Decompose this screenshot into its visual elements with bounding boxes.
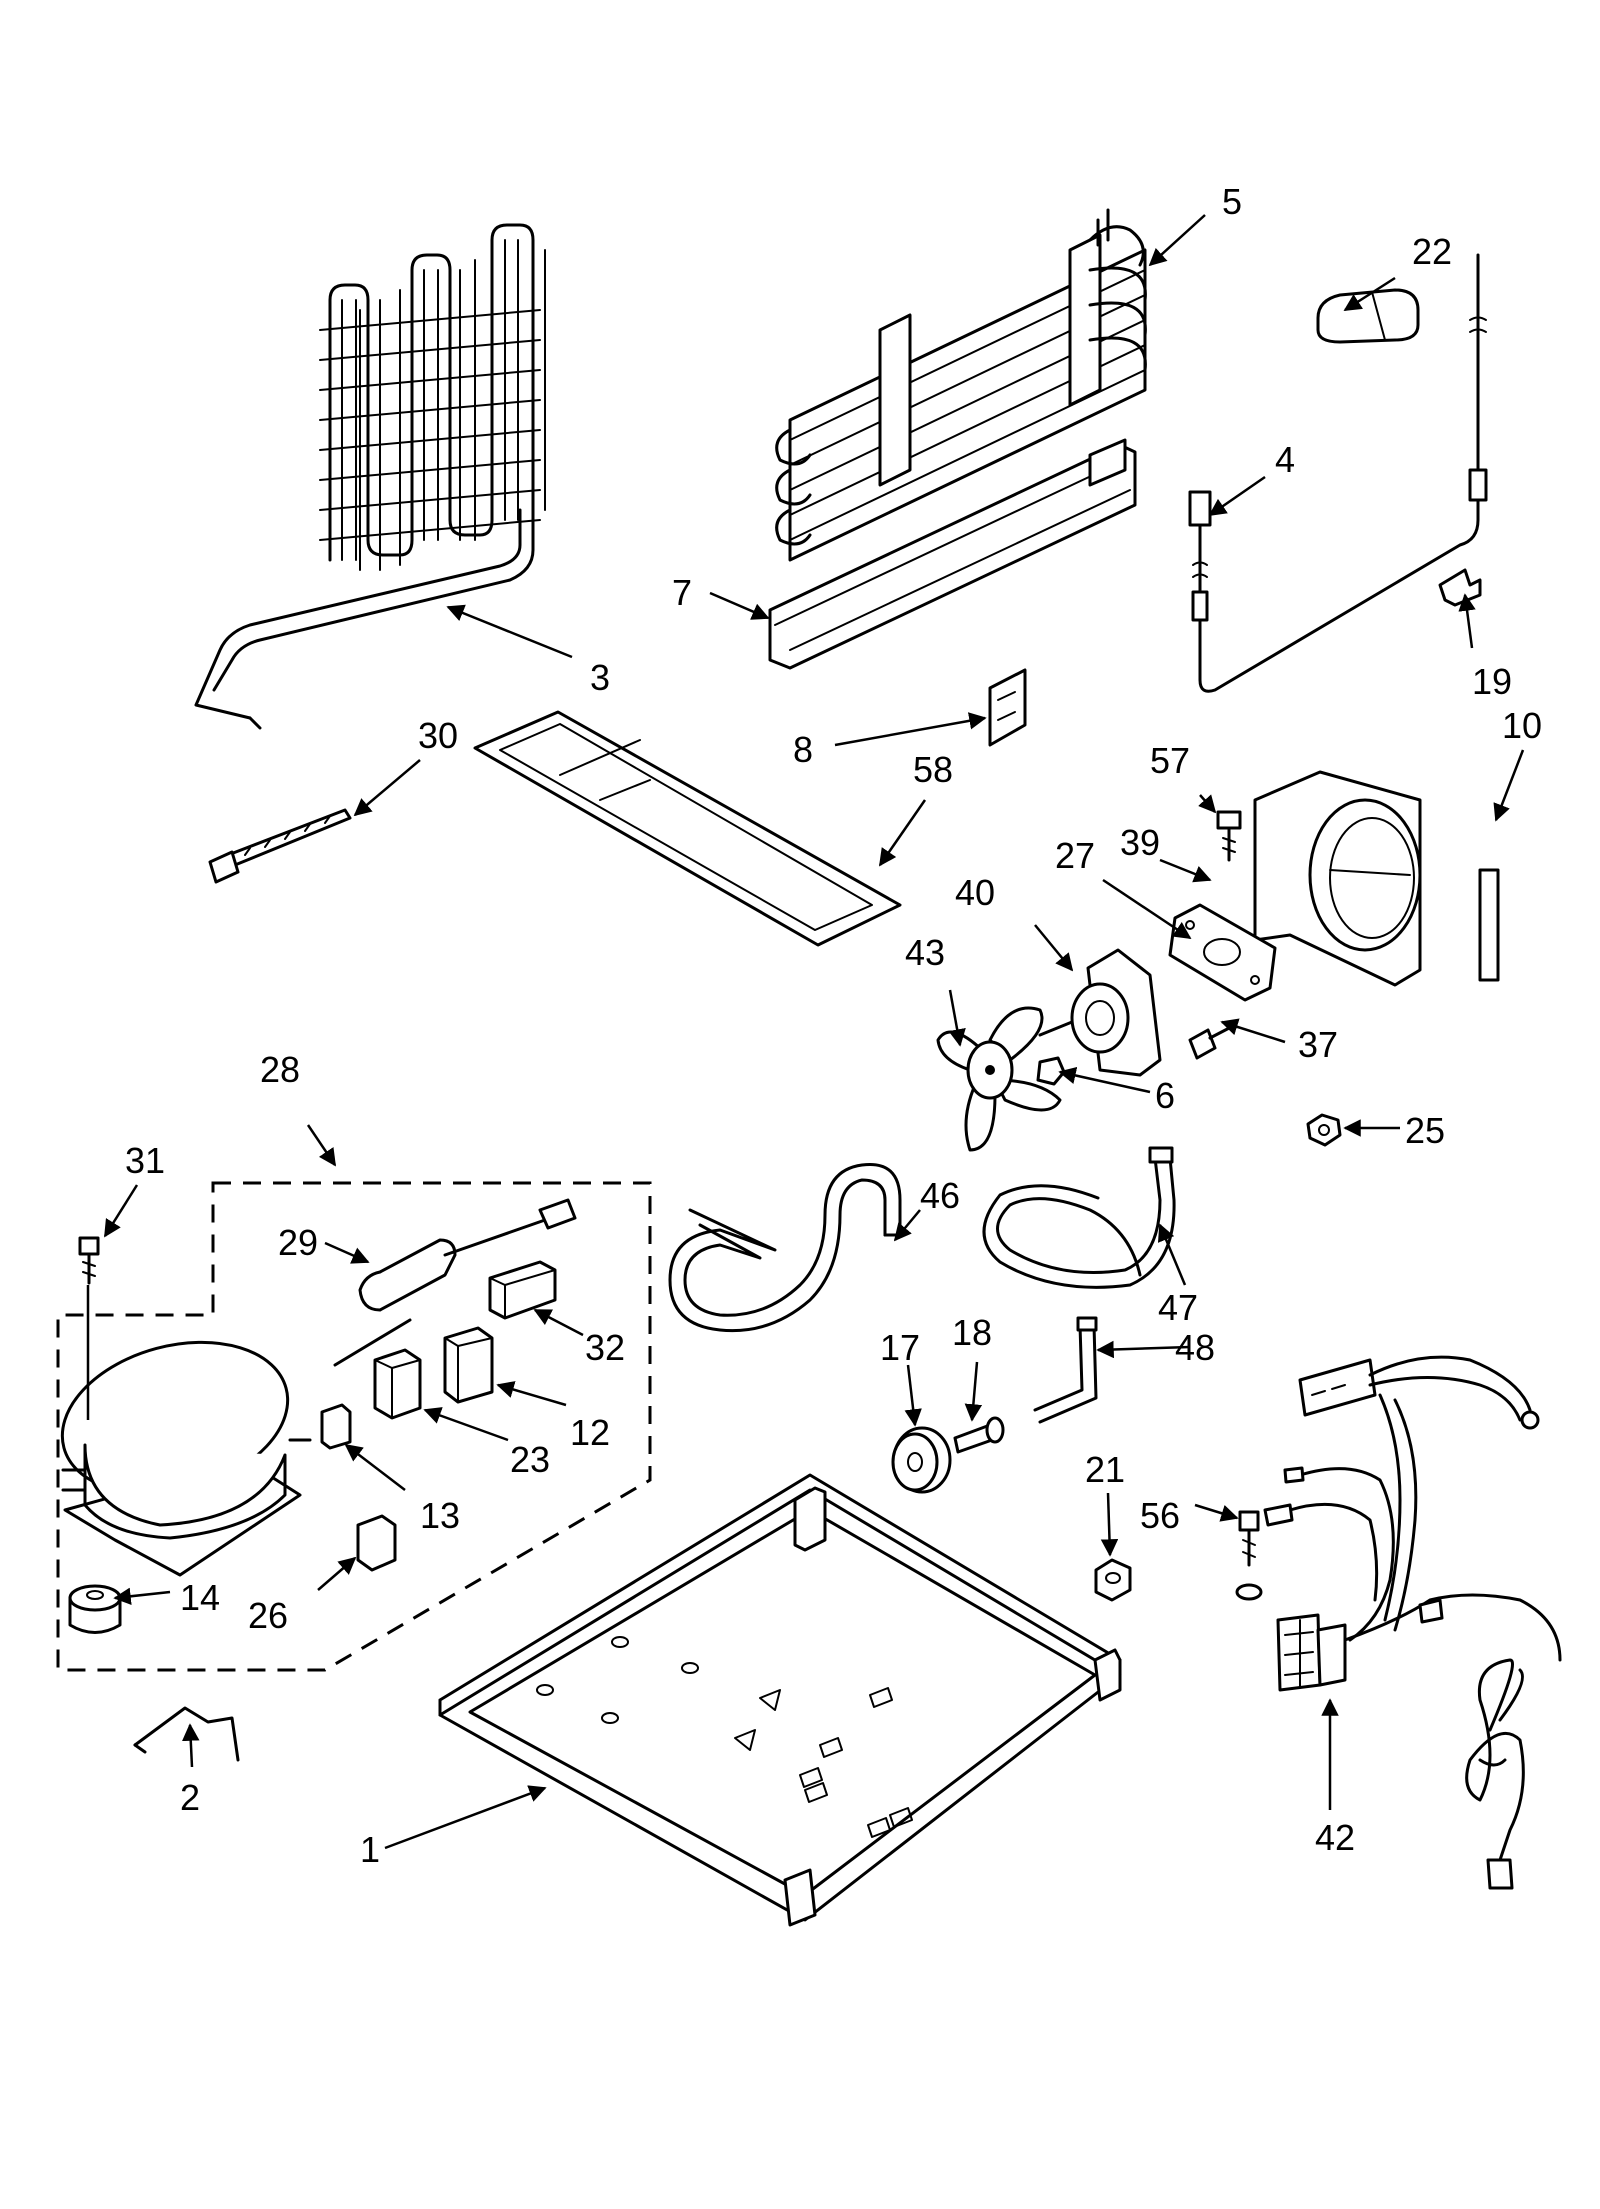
relay-bracket-part (320, 1403, 352, 1450)
callout-26: 26 (248, 1595, 288, 1636)
callout-1: 1 (360, 1829, 380, 1870)
grommet-25-part (1306, 1113, 1342, 1147)
callout-28: 28 (260, 1049, 300, 1090)
cap-part (1316, 288, 1420, 344)
callout-21: 21 (1085, 1449, 1125, 1490)
callout-7: 7 (672, 572, 692, 613)
callout-58: 58 (913, 749, 953, 790)
clip-wire-part (133, 1706, 240, 1762)
callout-27: 27 (1055, 835, 1095, 876)
callout-12: 12 (570, 1412, 610, 1453)
callout-10: 10 (1502, 705, 1542, 746)
callout-46: 46 (920, 1175, 960, 1216)
roller-wheel-part (891, 1426, 952, 1494)
callout-47: 47 (1158, 1287, 1198, 1328)
callout-8: 8 (793, 729, 813, 770)
callout-29: 29 (278, 1222, 318, 1263)
callout-14: 14 (180, 1577, 220, 1618)
base-frame-part (438, 1473, 1122, 1927)
sensor-wire-part (1188, 253, 1488, 693)
kit-28-boundary (56, 1181, 652, 1672)
connector-26-part (356, 1514, 397, 1572)
condenser-coil-part (194, 223, 546, 730)
tube-48-part (1033, 1316, 1098, 1424)
relay-cover-part (488, 1260, 557, 1320)
callout-4: 4 (1275, 439, 1295, 480)
callout-17: 17 (880, 1327, 920, 1368)
drain-pan-part (473, 710, 902, 947)
callout-22: 22 (1412, 231, 1452, 272)
tube-47-part (982, 1146, 1176, 1289)
callout-labels: 5 22 4 19 7 3 8 30 58 10 57 27 39 40 43 … (125, 181, 1542, 1870)
gasket-strip-part (1478, 868, 1500, 982)
callout-30: 30 (418, 715, 458, 756)
fan-shroud-part (1253, 770, 1422, 987)
callout-37: 37 (1298, 1024, 1338, 1065)
fan-motor-part (1038, 948, 1162, 1077)
callout-43: 43 (905, 932, 945, 973)
callout-40: 40 (955, 872, 995, 913)
overload-part (443, 1326, 494, 1404)
drain-tube-part (668, 1162, 902, 1333)
clip-part (1438, 568, 1482, 607)
callout-57: 57 (1150, 740, 1190, 781)
nut-21-part (1094, 1558, 1132, 1602)
drain-trough-part (768, 438, 1137, 670)
callout-18: 18 (952, 1312, 992, 1353)
screw-56-part (1235, 1510, 1263, 1601)
screw-37-part (1188, 1023, 1237, 1060)
axle-pin-part (953, 1416, 1005, 1454)
callout-23: 23 (510, 1439, 550, 1480)
leader-lines (86, 214, 1525, 1850)
capacitor-part (333, 1198, 577, 1367)
start-relay-part (373, 1348, 422, 1420)
callout-32: 32 (585, 1327, 625, 1368)
callout-13: 13 (420, 1495, 460, 1536)
cable-tie-part (208, 808, 352, 884)
callout-48: 48 (1175, 1327, 1215, 1368)
callout-2: 2 (180, 1777, 200, 1818)
callout-42: 42 (1315, 1817, 1355, 1858)
callout-39: 39 (1120, 822, 1160, 863)
screw-57-part (1216, 810, 1242, 862)
callout-31: 31 (125, 1140, 165, 1181)
callout-25: 25 (1405, 1110, 1445, 1151)
compressor-part (60, 1340, 312, 1577)
wire-harness-part (1263, 1355, 1562, 1890)
callout-19: 19 (1472, 661, 1512, 702)
screw-31-part (78, 1236, 100, 1285)
callout-6: 6 (1155, 1075, 1175, 1116)
grommet-14-part (68, 1584, 122, 1634)
bracket-part (988, 668, 1027, 747)
callout-3: 3 (590, 657, 610, 698)
callout-56: 56 (1140, 1495, 1180, 1536)
callout-5: 5 (1222, 181, 1242, 222)
evaporator-part (775, 208, 1147, 562)
nut-6-part (1036, 1056, 1066, 1086)
